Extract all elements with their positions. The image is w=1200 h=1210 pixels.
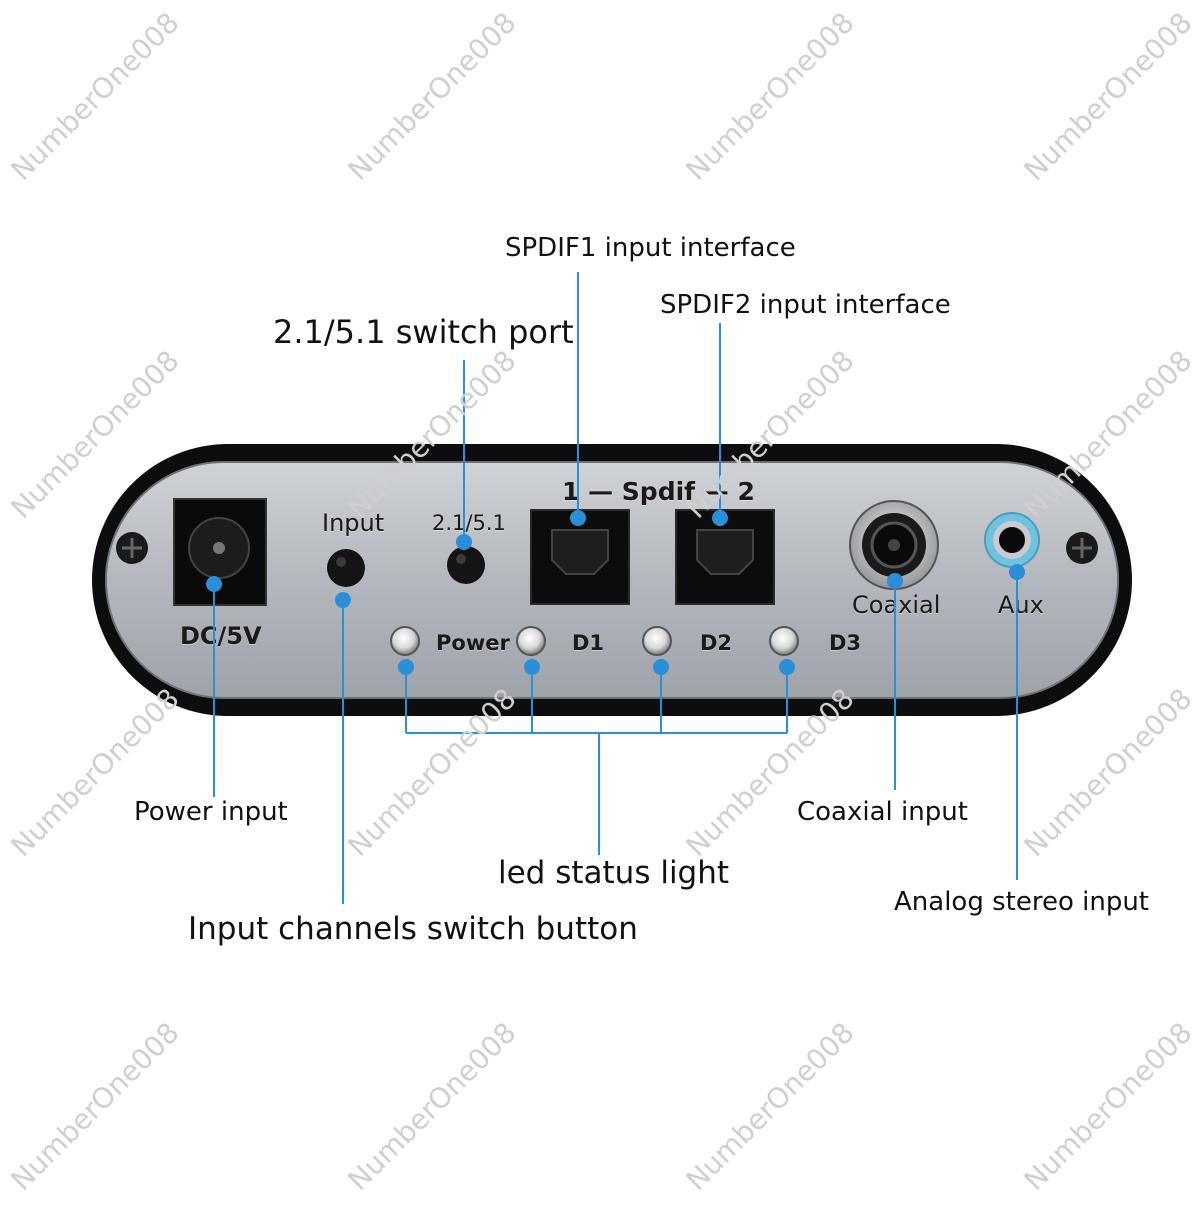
led-label-d1: D1 — [572, 631, 605, 655]
screw-right-icon — [1066, 532, 1098, 564]
led-label-d3: D3 — [829, 631, 862, 655]
screw-left-icon — [116, 532, 148, 564]
annotation-spdif2: SPDIF2 input interface — [660, 290, 951, 320]
marker-aux — [1009, 564, 1025, 580]
marker-spdif1 — [570, 510, 586, 526]
led-d3-icon — [769, 626, 799, 656]
marker-spdif2 — [712, 510, 728, 526]
spdif-header: 1 — Spdif — 2 — [562, 477, 755, 506]
led-power-icon — [390, 626, 420, 656]
marker-dc — [206, 576, 222, 592]
marker-input — [335, 592, 351, 608]
marker-led-power — [398, 659, 414, 675]
marker-led-d3 — [779, 659, 795, 675]
input-button-icon — [327, 549, 365, 587]
led-d1-icon — [516, 626, 546, 656]
marker-led-d2 — [653, 659, 669, 675]
annotation-spdif1: SPDIF1 input interface — [505, 233, 796, 263]
annotation-switch-port: 2.1/5.1 switch port — [273, 313, 574, 351]
mode-label: 2.1/5.1 — [432, 511, 506, 535]
annotation-analog-input: Analog stereo input — [894, 887, 1149, 917]
annotation-power-input: Power input — [134, 797, 288, 827]
coaxial-jack-icon — [849, 500, 939, 590]
spdif2-port-icon — [675, 509, 775, 605]
input-label: Input — [322, 509, 385, 537]
marker-mode — [456, 534, 472, 550]
aux-jack-icon — [984, 512, 1040, 568]
marker-coaxial — [887, 573, 903, 589]
aux-label: Aux — [998, 591, 1044, 619]
led-label-power: Power — [436, 631, 510, 655]
annotation-coaxial-input: Coaxial input — [797, 797, 968, 827]
led-d2-icon — [642, 626, 672, 656]
mode-button-icon — [447, 546, 485, 584]
annotation-input-switch: Input channels switch button — [188, 911, 638, 947]
marker-led-d1 — [524, 659, 540, 675]
annotation-led-status: led status light — [498, 855, 730, 891]
led-label-d2: D2 — [700, 631, 733, 655]
coaxial-label: Coaxial — [852, 591, 941, 619]
dc-label: DC/5V — [180, 622, 262, 650]
